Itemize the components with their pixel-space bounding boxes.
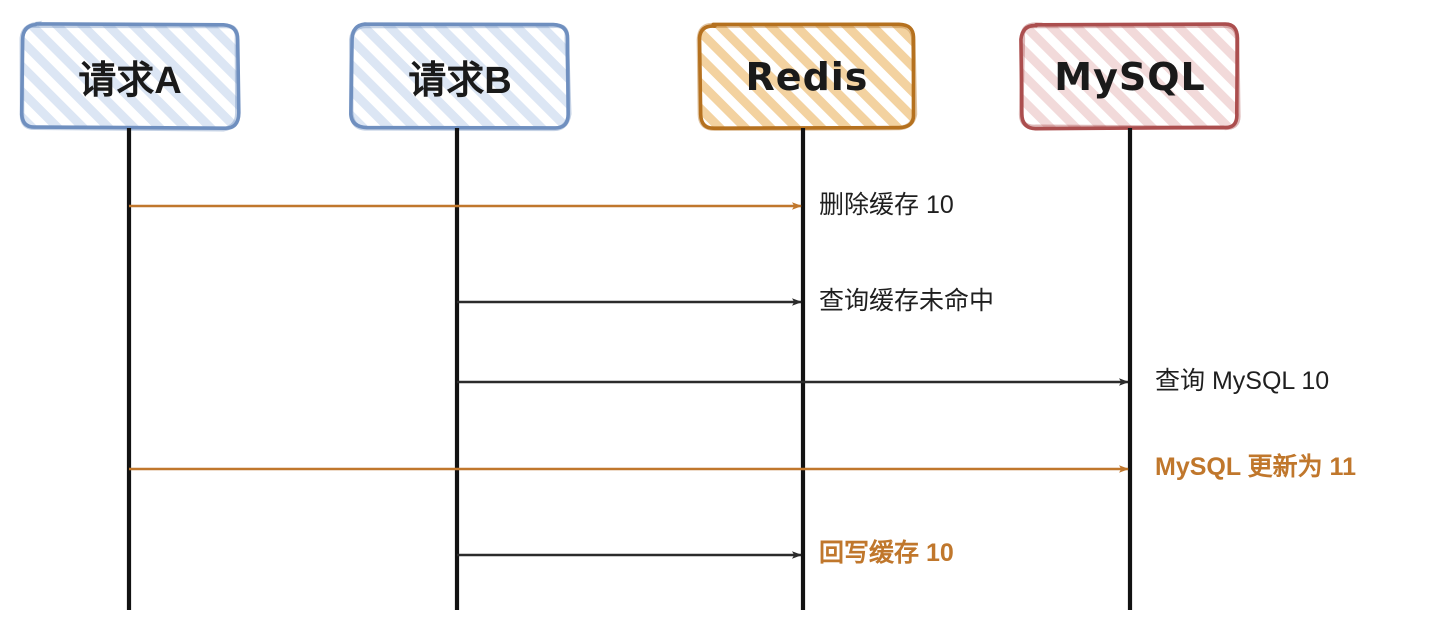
message-label-msg-4: MySQL 更新为 11 xyxy=(1155,453,1356,481)
message-label-msg-2: 查询缓存未命中 xyxy=(819,287,995,315)
lifelines xyxy=(126,128,1133,610)
message-label-msg-3: 查询 MySQL 10 xyxy=(1155,367,1330,395)
message-label-msg-5: 回写缓存 10 xyxy=(819,539,954,567)
participant-boxes xyxy=(19,20,1241,132)
participant-box-redis[interactable] xyxy=(696,22,918,132)
participant-box-request-a[interactable] xyxy=(19,20,241,132)
participant-box-request-b[interactable] xyxy=(348,22,572,132)
participant-box-mysql[interactable] xyxy=(1018,22,1241,131)
message-arrows xyxy=(129,202,1129,559)
message-label-msg-1: 删除缓存 10 xyxy=(819,191,954,219)
